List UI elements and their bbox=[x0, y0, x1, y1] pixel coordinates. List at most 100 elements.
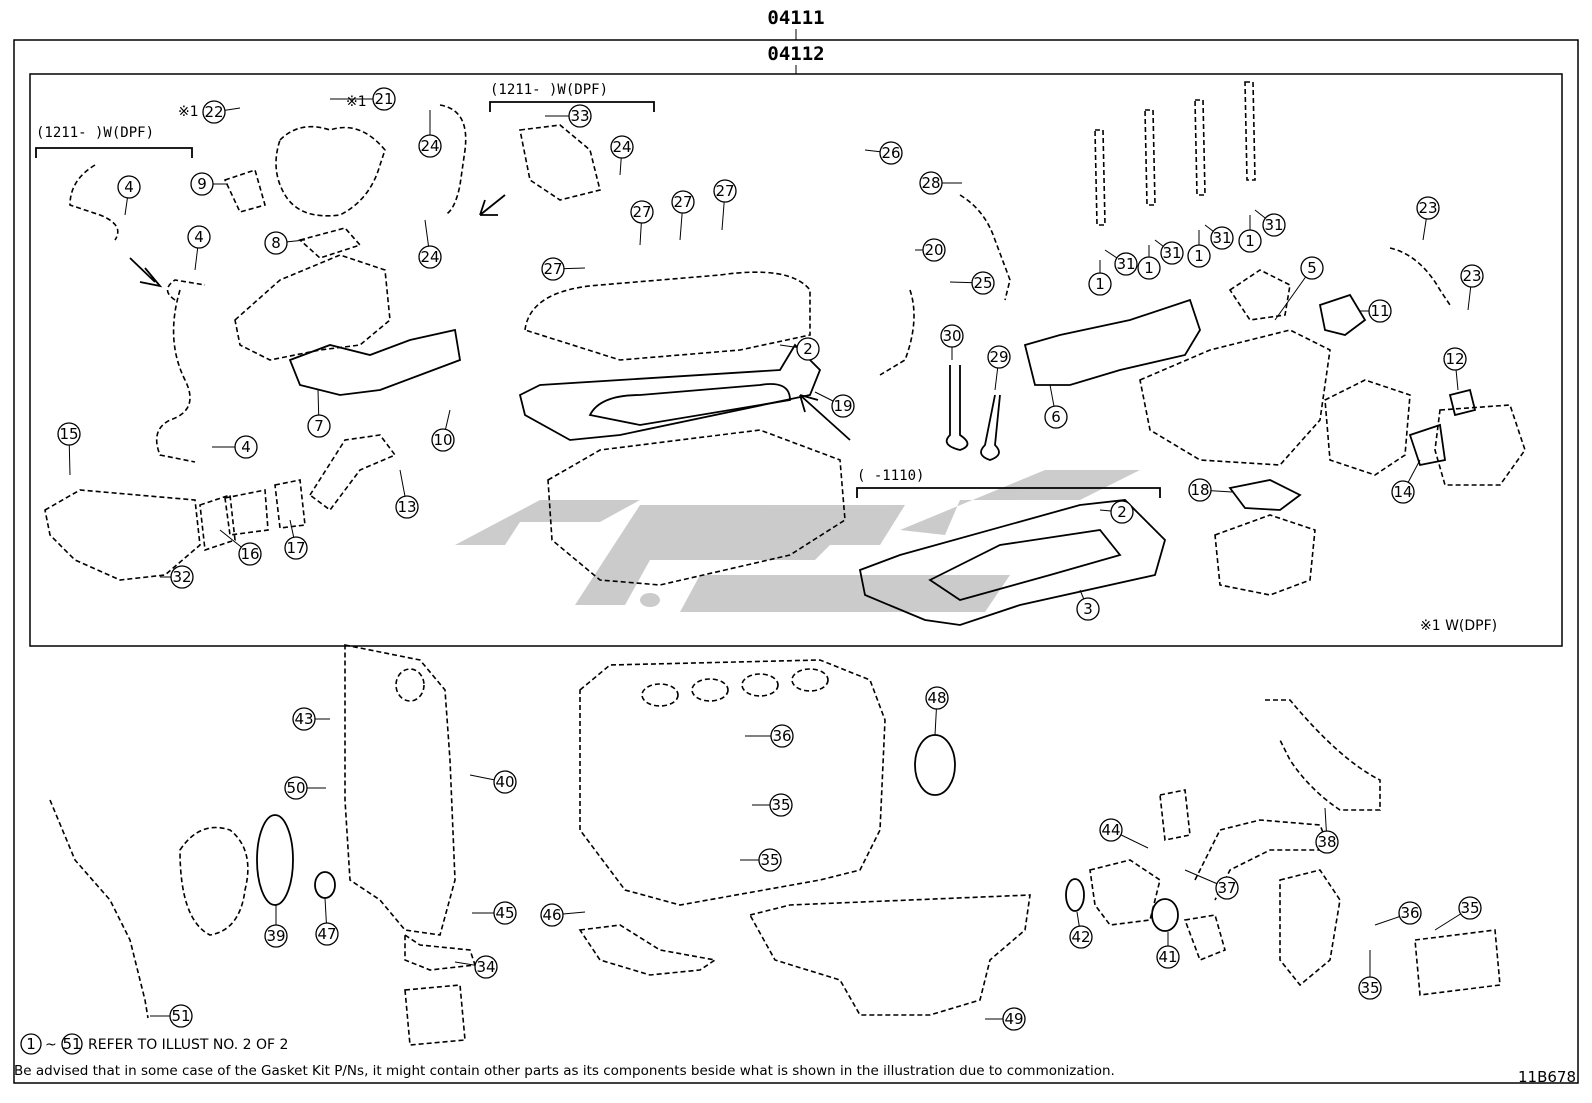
callout-33[interactable]: 33 bbox=[545, 104, 592, 128]
callout-13[interactable]: 13 bbox=[395, 469, 419, 519]
callout-31[interactable]: 31 bbox=[1104, 249, 1138, 276]
callout-3[interactable]: 3 bbox=[1076, 589, 1100, 621]
callout-23[interactable]: 23 bbox=[1460, 264, 1484, 311]
callout-4[interactable]: 4 bbox=[212, 435, 258, 459]
callout-30[interactable]: 30 bbox=[940, 324, 964, 360]
callout-1[interactable]: 1 bbox=[1088, 260, 1112, 296]
callout-21[interactable]: 21 bbox=[330, 87, 396, 111]
callout-2[interactable]: 2 bbox=[779, 337, 820, 361]
callout-50[interactable]: 50 bbox=[284, 776, 326, 800]
callout-32[interactable]: 32 bbox=[160, 565, 194, 589]
callout-26[interactable]: 26 bbox=[864, 141, 903, 165]
callout-label: 47 bbox=[317, 925, 336, 943]
callout-42[interactable]: 42 bbox=[1069, 911, 1093, 949]
callout-circle bbox=[1110, 500, 1134, 524]
callout-15[interactable]: 15 bbox=[57, 422, 81, 476]
callout-circle bbox=[1443, 347, 1467, 371]
callout-45[interactable]: 45 bbox=[472, 901, 517, 925]
callout-49[interactable]: 49 bbox=[985, 1007, 1026, 1031]
callout-22[interactable]: 22 bbox=[202, 100, 241, 124]
callout-35[interactable]: 35 bbox=[1358, 950, 1382, 1000]
callout-4[interactable]: 4 bbox=[117, 175, 141, 216]
callout-24[interactable]: 24 bbox=[418, 219, 442, 269]
callout-label: 45 bbox=[495, 904, 514, 922]
callout-2[interactable]: 2 bbox=[1099, 500, 1134, 524]
callout-1[interactable]: 1 bbox=[1238, 215, 1262, 253]
callout-25[interactable]: 25 bbox=[949, 271, 995, 295]
callout-1[interactable]: 1 bbox=[1137, 245, 1161, 280]
callout-37[interactable]: 37 bbox=[1184, 869, 1239, 900]
callout-8[interactable]: 8 bbox=[264, 231, 306, 255]
callout-label: 16 bbox=[240, 545, 259, 563]
callout-14[interactable]: 14 bbox=[1391, 459, 1421, 504]
callout-24[interactable]: 24 bbox=[610, 135, 634, 176]
callout-circle bbox=[170, 565, 194, 589]
callout-5[interactable]: 5 bbox=[1274, 256, 1324, 321]
callout-label: 6 bbox=[1051, 408, 1061, 426]
callout-46[interactable]: 46 bbox=[540, 903, 586, 927]
callout-36[interactable]: 36 bbox=[745, 724, 794, 748]
timing-cover-hole bbox=[395, 668, 425, 702]
callout-44[interactable]: 44 bbox=[1099, 818, 1149, 849]
callout-35[interactable]: 35 bbox=[752, 793, 793, 817]
callout-28[interactable]: 28 bbox=[919, 171, 962, 195]
gasket-8-shape bbox=[298, 227, 362, 259]
callout-17[interactable]: 17 bbox=[284, 519, 308, 560]
callout-29[interactable]: 29 bbox=[987, 345, 1011, 391]
callout-47[interactable]: 47 bbox=[315, 897, 339, 946]
callout-31[interactable]: 31 bbox=[1154, 239, 1184, 265]
callout-27[interactable]: 27 bbox=[541, 257, 586, 281]
callout-label: 36 bbox=[772, 727, 791, 745]
callout-circle bbox=[1210, 226, 1234, 250]
refer-start-label: 1 bbox=[26, 1035, 36, 1053]
callout-label: 41 bbox=[1158, 948, 1177, 966]
callout-circle bbox=[1315, 830, 1339, 854]
callout-51[interactable]: 51 bbox=[150, 1004, 193, 1028]
callout-18[interactable]: 18 bbox=[1188, 478, 1233, 502]
callout-9[interactable]: 9 bbox=[190, 172, 228, 196]
callout-48[interactable]: 48 bbox=[925, 686, 949, 736]
callout-43[interactable]: 43 bbox=[292, 707, 330, 731]
callout-35[interactable]: 35 bbox=[740, 848, 782, 872]
callout-label: 27 bbox=[543, 260, 562, 278]
callout-label: 22 bbox=[204, 103, 223, 121]
callout-27[interactable]: 27 bbox=[671, 190, 695, 241]
callout-16[interactable]: 16 bbox=[219, 529, 262, 566]
callout-27[interactable]: 27 bbox=[713, 179, 737, 231]
turbo-oil-pipe bbox=[519, 124, 601, 201]
pipe-13-shape bbox=[308, 434, 397, 512]
callout-36[interactable]: 36 bbox=[1374, 901, 1422, 926]
callout-27[interactable]: 27 bbox=[630, 200, 654, 246]
callout-31[interactable]: 31 bbox=[1204, 224, 1234, 250]
callout-7[interactable]: 7 bbox=[307, 389, 331, 438]
callout-31[interactable]: 31 bbox=[1254, 209, 1286, 237]
callout-11[interactable]: 11 bbox=[1360, 299, 1392, 323]
callout-label: 4 bbox=[241, 438, 251, 456]
callout-circle bbox=[1416, 196, 1440, 220]
callout-12[interactable]: 12 bbox=[1443, 347, 1467, 391]
gasket-12-shape bbox=[1448, 388, 1477, 417]
callout-circle bbox=[190, 172, 214, 196]
callout-20[interactable]: 20 bbox=[915, 238, 946, 262]
callout-41[interactable]: 41 bbox=[1156, 932, 1180, 969]
callout-22-prefix: ※1 bbox=[178, 104, 199, 120]
callout-10[interactable]: 10 bbox=[431, 409, 455, 452]
water-inlet bbox=[1089, 859, 1161, 926]
callout-40[interactable]: 40 bbox=[469, 770, 517, 794]
hose-20-25 bbox=[879, 289, 915, 376]
callout-label: 1 bbox=[1245, 232, 1255, 250]
callout-39[interactable]: 39 bbox=[264, 905, 288, 948]
callout-35[interactable]: 35 bbox=[1434, 896, 1482, 931]
callout-4[interactable]: 4 bbox=[187, 225, 211, 271]
callout-34[interactable]: 34 bbox=[454, 955, 498, 979]
callout-19[interactable]: 19 bbox=[814, 391, 855, 418]
callout-1[interactable]: 1 bbox=[1187, 230, 1211, 268]
callout-24[interactable]: 24 bbox=[418, 110, 442, 158]
thermostat bbox=[1183, 914, 1226, 962]
callout-23[interactable]: 23 bbox=[1416, 196, 1440, 241]
callout-circle bbox=[493, 770, 517, 794]
callout-6[interactable]: 6 bbox=[1044, 384, 1068, 429]
callout-38[interactable]: 38 bbox=[1315, 807, 1339, 854]
gasket-17-shape bbox=[274, 479, 306, 529]
callout-label: 12 bbox=[1445, 350, 1464, 368]
